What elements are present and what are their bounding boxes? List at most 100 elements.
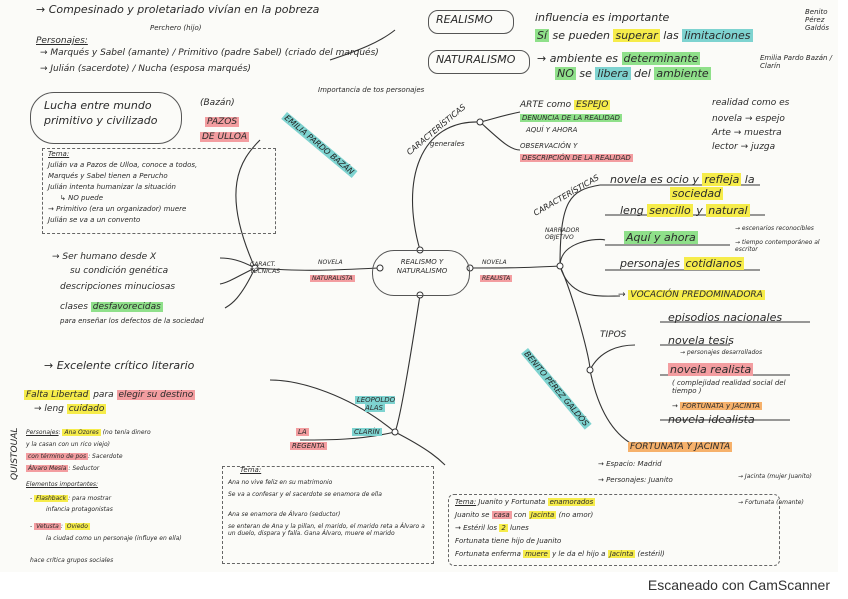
espacio: → Espacio: Madrid [598, 460, 662, 468]
gen-1: ARTE como ESPEJO [520, 100, 611, 110]
clarin-elementos: Elementos importantes: [26, 481, 99, 488]
realismo-label: REALISMO [436, 13, 493, 26]
tipos-label: TIPOS [600, 330, 627, 340]
emilia-tema-line: Julián va a Pazos de Ulloa, conoce a tod… [48, 161, 198, 169]
descripciones: descripciones minuciosas [60, 282, 176, 292]
excelente: → Excelente crítico literario [44, 359, 195, 372]
la-tag: LA [296, 428, 309, 436]
gen-2: DENUNCIA DE LA REALIDAD [520, 114, 622, 122]
personajes-fj: → Personajes: Juanito [598, 476, 673, 484]
gen-right-3: Arte → muestra [712, 128, 782, 138]
tipo-3a: ( complejidad realidad social del tiempo… [672, 379, 786, 396]
pazos-label: PAZOS [205, 117, 240, 127]
real-c1: novela es ocio y refleja la [610, 173, 755, 186]
leng-cuidado: → leng cuidado [34, 404, 107, 414]
emilia-tema-line: Julián se va a un convento [48, 216, 141, 224]
tipo-3b: → FORTUNATA y JACINTA [672, 402, 762, 410]
gen-3: AQUÍ Y AHORA [526, 126, 578, 134]
vertical-note: QUISTOUAL [10, 427, 20, 480]
fortunata-note: → Fortunata (amante) [738, 499, 804, 506]
real-c2: leng sencillo y natural [620, 204, 750, 217]
emilia-tema-line: → Primitivo (era un organizador) muere [48, 205, 187, 213]
clarin-alvaro: Álvaro Mesía: Seductor [26, 465, 100, 472]
clarin-flashback: - Flashback: para mostrar [30, 495, 112, 502]
personajes-label: Personajes: [36, 36, 88, 46]
clarin-ciudad: la ciudad como un personaje (influye en … [46, 535, 182, 542]
generales-sub: generales [430, 140, 465, 148]
camscanner-footer: Escaneado con CamScanner [647, 577, 830, 593]
emilia-tema-line: ↳ NO puede [60, 194, 103, 202]
gen-right-4: lector → juzga [712, 142, 776, 152]
perchero-note: Perchero (hijo) [150, 24, 202, 32]
intro-line: → Compesinado y proletariado vivían en l… [36, 3, 320, 16]
leopoldo-alas: LEOPOLDO ALAS [354, 396, 396, 413]
emilia-tema-line: Julián intenta humanizar la situación [48, 183, 176, 191]
emilia-tema-label: Tema: [48, 150, 70, 158]
gen-right-2: novela → espejo [712, 114, 785, 124]
para-ensenar: para enseñar los defectos de la sociedad [60, 317, 204, 325]
fj-tema-box [448, 494, 780, 566]
clarin-tema-line: Ana no vive feliz en su matrimonio [228, 479, 333, 486]
ulloa-label: DE ULLOA [200, 132, 250, 142]
ser-humano: → Ser humano desde X [52, 252, 157, 262]
tipo-3: novela realista [668, 363, 754, 376]
real-c3: Aquí y ahora [624, 231, 698, 244]
novela-realista-1: NOVELA [482, 259, 507, 266]
clarin-tema-line: Ana se enamora de Álvaro (seductor) [228, 511, 341, 518]
fj-tema-line: Juanito se casa con Jacinta (no amor) [455, 511, 594, 519]
clarin-tema-label: Tema: [240, 466, 262, 474]
novela-realista-2: REALISTA [480, 275, 513, 282]
central-cloud [372, 250, 470, 296]
condicion-genetica: su condición genética [70, 266, 169, 276]
tipo-4: novela idealista [668, 413, 755, 426]
lucha-cloud [30, 92, 182, 144]
gen-5: DESCRIPCIÓN DE LA REALIDAD [520, 154, 633, 162]
fj-tema-line: → Estéril los 2 lunes [455, 524, 529, 532]
narrador-objetivo: NARRADOR OBJETIVO [545, 227, 580, 241]
no-libera-text: NO se libera del ambiente [555, 67, 711, 80]
caract-tecnicas-label: CARACT. TÉCNICAS [250, 261, 281, 275]
clarin-personajes-2: y la casan con un rico viejo) [26, 441, 110, 448]
clarin-vetusta: - Vetusta: Oviedo [30, 523, 90, 530]
real-c4: personajes cotidianos [620, 257, 744, 270]
lucha-text: Lucha entre mundo primitivo y civilizado [44, 99, 158, 128]
clarin-flashback-2: infancia protagonistas [46, 506, 113, 513]
clarin-personajes-3: con término de pos: Sacerdote [26, 453, 123, 460]
realismo-box [428, 10, 514, 34]
clarin-tema-box [222, 466, 434, 564]
tipo-2a: → personajes desarrollados [680, 349, 763, 356]
vocacion: → VOCACIÓN PREDOMINADORA [618, 290, 765, 300]
falta-libertad: Falta Libertad para elegir su destino [24, 390, 196, 400]
novela-naturalista-2: NATURALISTA [310, 275, 355, 282]
real-c1b: sociedad [670, 187, 724, 200]
clarin-tema-line: se enteran de Ana y la pillan, el marido… [228, 523, 425, 537]
tipo-2: novela tesis [668, 334, 734, 347]
fj-tema-line: Fortunata enferma muere y le da el hijo … [455, 550, 665, 558]
clarin-personajes: Personajes: Ana Ozores (no tenía dinero [26, 429, 151, 436]
gen-right-1: realidad como es [712, 98, 790, 108]
limitaciones-text: Sí se pueden superar las limitaciones [535, 29, 753, 42]
clarin-tema-line: Se va a confesar y el sacerdote se enamo… [228, 491, 382, 498]
real-c3b: → tiempo contemporáneo al escritor [735, 239, 820, 253]
tipo-1: episodios nacionales [668, 311, 783, 324]
novela-naturalista-1: NOVELA [318, 259, 343, 266]
pardo-clarin-side: Emilia Pardo Bazán / Clarín [760, 54, 833, 71]
scanned-sheet [0, 0, 838, 572]
fj-tema-line: Fortunata tiene hijo de Juanito [455, 537, 562, 545]
clarin-critica: hace crítica grupos sociales [30, 557, 114, 564]
regenta-tag: REGENTA [290, 442, 327, 450]
clarin-tag: CLARÍN [352, 428, 382, 436]
clases: clases desfavorecidas [60, 302, 163, 312]
galdos-side: Benito Pérez Galdós [805, 8, 830, 33]
importancia-note: Importancia de tos personajes [318, 86, 425, 94]
fortunata-jacinta: FORTUNATA Y JACINTA [628, 442, 733, 452]
influencia-text: influencia es importante [535, 11, 670, 24]
ambiente-text: → ambiente es determinante [537, 52, 701, 65]
emilia-tema-box [42, 148, 276, 234]
naturalismo-label: NATURALISMO [436, 53, 516, 66]
personajes-line-2: → Julián (sacerdote) / Nucha (esposa mar… [40, 64, 251, 74]
jacinta-note: → Jacinta (mujer Juanito) [738, 473, 812, 480]
bazan-label: (Bazán) [200, 98, 235, 108]
fj-tema-line: Tema: Juanito y Fortunata enamorados [455, 498, 596, 506]
